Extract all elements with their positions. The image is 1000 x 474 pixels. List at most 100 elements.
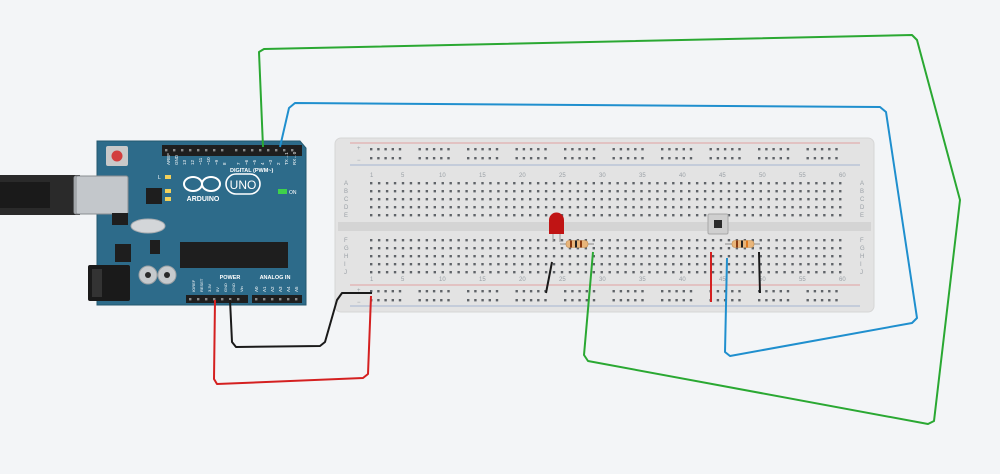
breadboard-hole[interactable]	[664, 247, 667, 250]
rail-hole[interactable]	[828, 299, 831, 302]
breadboard-hole[interactable]	[791, 263, 794, 266]
breadboard-hole[interactable]	[727, 255, 731, 258]
wire-black-button[interactable]	[758, 251, 761, 294]
breadboard-hole[interactable]	[393, 206, 397, 209]
breadboard-hole[interactable]	[592, 182, 595, 185]
breadboard-hole[interactable]	[425, 182, 429, 185]
breadboard-hole[interactable]	[401, 214, 405, 217]
rail-hole[interactable]	[529, 148, 533, 151]
breadboard-hole[interactable]	[465, 255, 468, 258]
breadboard[interactable]: + − + − A B C D E F G H I J A B C D E F …	[334, 137, 875, 313]
rail-hole[interactable]	[377, 148, 380, 151]
breadboard-hole[interactable]	[457, 271, 460, 274]
rail-hole[interactable]	[544, 157, 547, 160]
breadboard-hole[interactable]	[823, 206, 826, 209]
breadboard-hole[interactable]	[441, 190, 444, 193]
breadboard-hole[interactable]	[473, 255, 476, 258]
breadboard-hole[interactable]	[743, 198, 747, 201]
breadboard-hole[interactable]	[592, 263, 595, 266]
breadboard-hole[interactable]	[831, 239, 834, 242]
rail-hole[interactable]	[432, 148, 436, 151]
breadboard-hole[interactable]	[481, 255, 484, 258]
rail-hole[interactable]	[370, 157, 373, 160]
breadboard-hole[interactable]	[680, 247, 683, 250]
rail-hole[interactable]	[384, 148, 387, 151]
breadboard-hole[interactable]	[703, 247, 707, 250]
breadboard-hole[interactable]	[568, 198, 572, 201]
breadboard-hole[interactable]	[592, 247, 595, 250]
rail-hole[interactable]	[661, 299, 664, 302]
breadboard-hole[interactable]	[799, 239, 802, 242]
breadboard-hole[interactable]	[727, 247, 731, 250]
breadboard-hole[interactable]	[544, 271, 548, 274]
breadboard-hole[interactable]	[377, 239, 381, 242]
header-pin[interactable]	[267, 149, 270, 152]
breadboard-hole[interactable]	[664, 214, 667, 217]
breadboard-hole[interactable]	[735, 263, 739, 266]
rail-hole[interactable]	[723, 157, 727, 160]
breadboard-hole[interactable]	[513, 239, 516, 242]
breadboard-hole[interactable]	[552, 182, 556, 185]
breadboard-hole[interactable]	[831, 206, 834, 209]
rail-hole[interactable]	[495, 148, 499, 151]
breadboard-hole[interactable]	[767, 182, 770, 185]
breadboard-hole[interactable]	[393, 214, 397, 217]
breadboard-hole[interactable]	[513, 247, 516, 250]
breadboard-hole[interactable]	[791, 182, 794, 185]
breadboard-hole[interactable]	[672, 214, 675, 217]
breadboard-hole[interactable]	[521, 182, 524, 185]
breadboard-hole[interactable]	[417, 190, 421, 193]
breadboard-hole[interactable]	[370, 255, 373, 258]
breadboard-hole[interactable]	[401, 271, 405, 274]
breadboard-hole[interactable]	[831, 182, 834, 185]
breadboard-hole[interactable]	[401, 247, 405, 250]
breadboard-hole[interactable]	[505, 182, 508, 185]
breadboard-hole[interactable]	[552, 239, 556, 242]
breadboard-hole[interactable]	[648, 206, 651, 209]
breadboard-hole[interactable]	[568, 247, 572, 250]
breadboard-hole[interactable]	[823, 214, 826, 217]
breadboard-hole[interactable]	[457, 263, 460, 266]
breadboard-hole[interactable]	[521, 206, 524, 209]
breadboard-hole[interactable]	[465, 190, 468, 193]
breadboard-hole[interactable]	[529, 190, 532, 193]
breadboard-hole[interactable]	[370, 182, 373, 185]
rail-hole[interactable]	[765, 148, 768, 151]
breadboard-hole[interactable]	[584, 263, 588, 266]
breadboard-hole[interactable]	[735, 255, 739, 258]
breadboard-hole[interactable]	[433, 206, 436, 209]
breadboard-hole[interactable]	[385, 206, 389, 209]
breadboard-hole[interactable]	[529, 239, 532, 242]
rail-hole[interactable]	[481, 148, 484, 151]
breadboard-hole[interactable]	[656, 247, 659, 250]
breadboard-hole[interactable]	[560, 255, 564, 258]
rail-hole[interactable]	[571, 290, 574, 293]
header-pin[interactable]	[165, 149, 168, 152]
breadboard-hole[interactable]	[695, 182, 699, 185]
rail-hole[interactable]	[820, 290, 824, 293]
rail-hole[interactable]	[515, 157, 518, 160]
rail-hole[interactable]	[682, 148, 685, 151]
breadboard-hole[interactable]	[393, 247, 397, 250]
breadboard-hole[interactable]	[672, 247, 675, 250]
breadboard-hole[interactable]	[505, 190, 508, 193]
breadboard-hole[interactable]	[385, 182, 389, 185]
rail-hole[interactable]	[723, 299, 727, 302]
breadboard-hole[interactable]	[751, 263, 754, 266]
breadboard-hole[interactable]	[377, 214, 381, 217]
rail-hole[interactable]	[370, 148, 373, 151]
rail-hole[interactable]	[522, 148, 526, 151]
breadboard-hole[interactable]	[536, 182, 540, 185]
breadboard-hole[interactable]	[799, 206, 802, 209]
rail-hole[interactable]	[731, 157, 734, 160]
breadboard-hole[interactable]	[616, 263, 619, 266]
breadboard-hole[interactable]	[751, 190, 754, 193]
breadboard-hole[interactable]	[529, 271, 532, 274]
power-pin[interactable]	[213, 298, 216, 301]
breadboard-hole[interactable]	[401, 255, 405, 258]
rail-hole[interactable]	[432, 290, 436, 293]
rail-hole[interactable]	[758, 299, 761, 302]
breadboard-hole[interactable]	[552, 255, 556, 258]
breadboard-hole[interactable]	[584, 182, 588, 185]
rail-hole[interactable]	[668, 299, 671, 302]
